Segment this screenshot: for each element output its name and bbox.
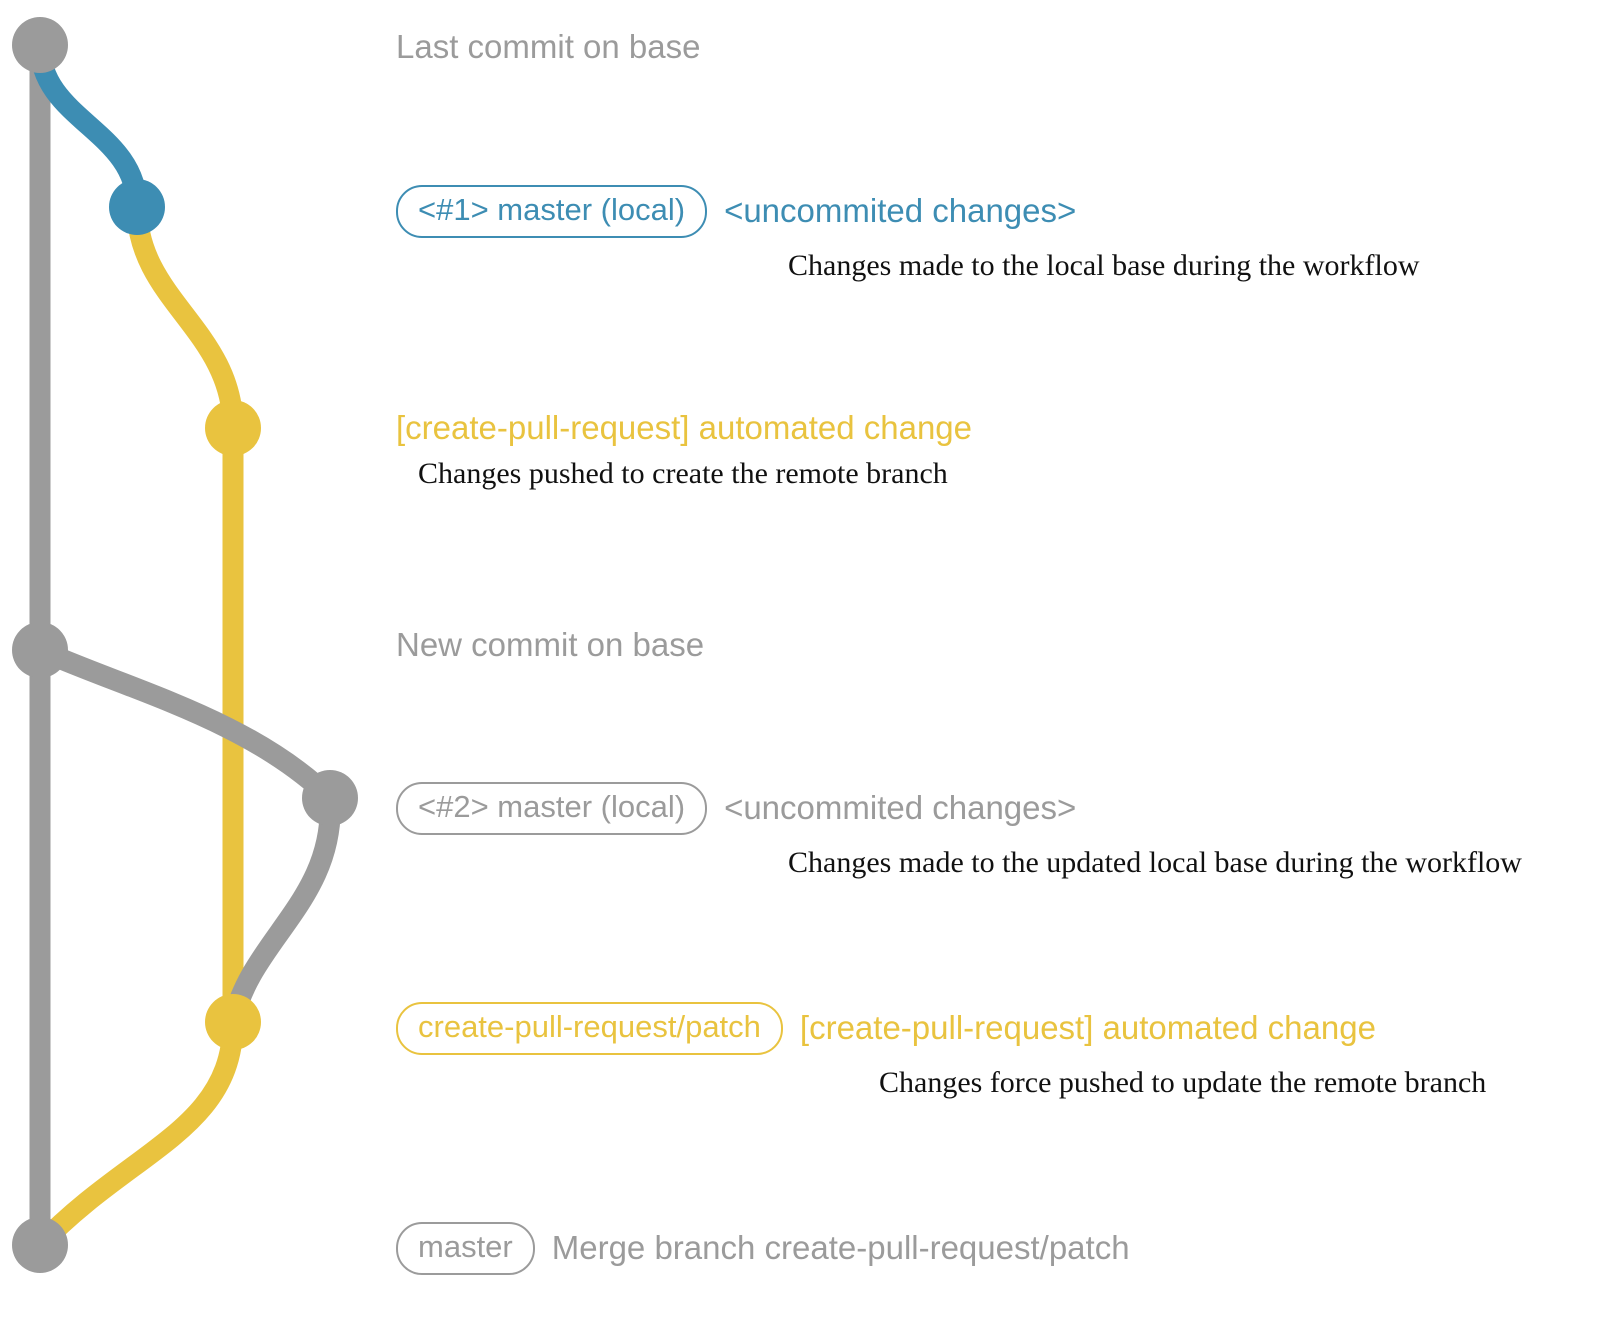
- commit-note: Changes made to the updated local base d…: [788, 845, 1522, 879]
- ref-badge-master-local-2[interactable]: <#2> master (local): [396, 782, 708, 835]
- commit-nodes: [12, 17, 358, 1273]
- commit-subject: New commit on base: [396, 626, 705, 663]
- edge-local1-to-patch1: [126, 196, 244, 439]
- commit-node-patch-2: [205, 994, 261, 1050]
- commit-note: Changes force pushed to update the remot…: [879, 1065, 1487, 1099]
- edge-local2-to-patch2: [222, 787, 341, 1033]
- commit-subject: Last commit on base: [396, 28, 701, 65]
- ref-badge-create-pull-request-patch[interactable]: create-pull-request/patch: [396, 1002, 783, 1055]
- commit-note: Changes made to the local base during th…: [788, 248, 1420, 282]
- commit-node-base-new: [12, 622, 68, 678]
- commit-row-last-commit-on-base: Last commit on base: [396, 28, 701, 65]
- commit-subject: Merge branch create-pull-request/patch: [551, 1228, 1130, 1266]
- commit-note: Changes pushed to create the remote bran…: [418, 456, 948, 490]
- commit-subject: <uncommited changes>: [724, 191, 1077, 229]
- edge-base-to-local2: [29, 639, 341, 809]
- commit-row-master-local-2: <#2> master (local) <uncommited changes>…: [396, 782, 1522, 880]
- commit-subject: <uncommited changes>: [724, 788, 1077, 826]
- commit-node-local-1: [109, 179, 165, 235]
- edge-patch2-to-merge: [29, 1011, 244, 1256]
- ref-badge-master[interactable]: master: [396, 1222, 535, 1275]
- commit-row-new-commit-on-base: New commit on base: [396, 626, 705, 663]
- commit-subject: [create-pull-request] automated change: [799, 1008, 1376, 1046]
- commit-node-patch-1: [205, 400, 261, 456]
- commit-row-master-local-1: <#1> master (local) <uncommited changes>…: [396, 185, 1420, 283]
- commit-node-base-head: [12, 17, 68, 73]
- commit-row-merge-commit: master Merge branch create-pull-request/…: [396, 1222, 1130, 1275]
- commit-row-automated-change-1: [create-pull-request] automated change C…: [396, 409, 973, 491]
- ref-badge-master-local-1[interactable]: <#1> master (local): [396, 185, 708, 238]
- commit-row-automated-change-2: create-pull-request/patch [create-pull-r…: [396, 1002, 1486, 1100]
- commit-node-local-2: [302, 770, 358, 826]
- commit-node-merge: [12, 1217, 68, 1273]
- commit-subject: [create-pull-request] automated change: [396, 409, 973, 446]
